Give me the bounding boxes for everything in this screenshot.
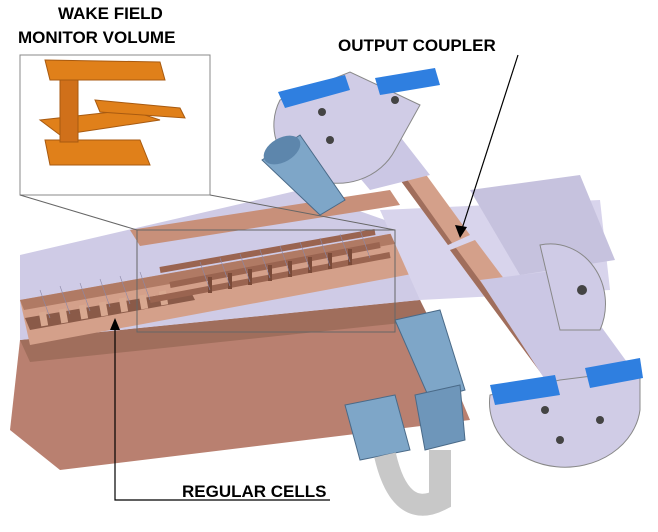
regular-cells-label: REGULAR CELLS [182, 482, 327, 501]
wake-field-label-line2: MONITOR VOLUME [18, 28, 176, 47]
slab-grid [39, 229, 371, 319]
regular-cells-arrow [110, 318, 120, 330]
upper-fitting [261, 134, 346, 216]
output-coupler-label: OUTPUT COUPLER [338, 36, 496, 55]
leader-lines [114, 54, 519, 501]
inset-orange-part [38, 59, 186, 166]
bottom-flange [489, 358, 643, 468]
lower-fitting [344, 309, 466, 516]
wake-field-label-line1: WAKE FIELD [58, 4, 163, 23]
inset-box [19, 54, 211, 196]
output-coupler-arrow [455, 225, 467, 238]
side-flange [539, 243, 606, 331]
zoom-indicator [19, 194, 396, 333]
